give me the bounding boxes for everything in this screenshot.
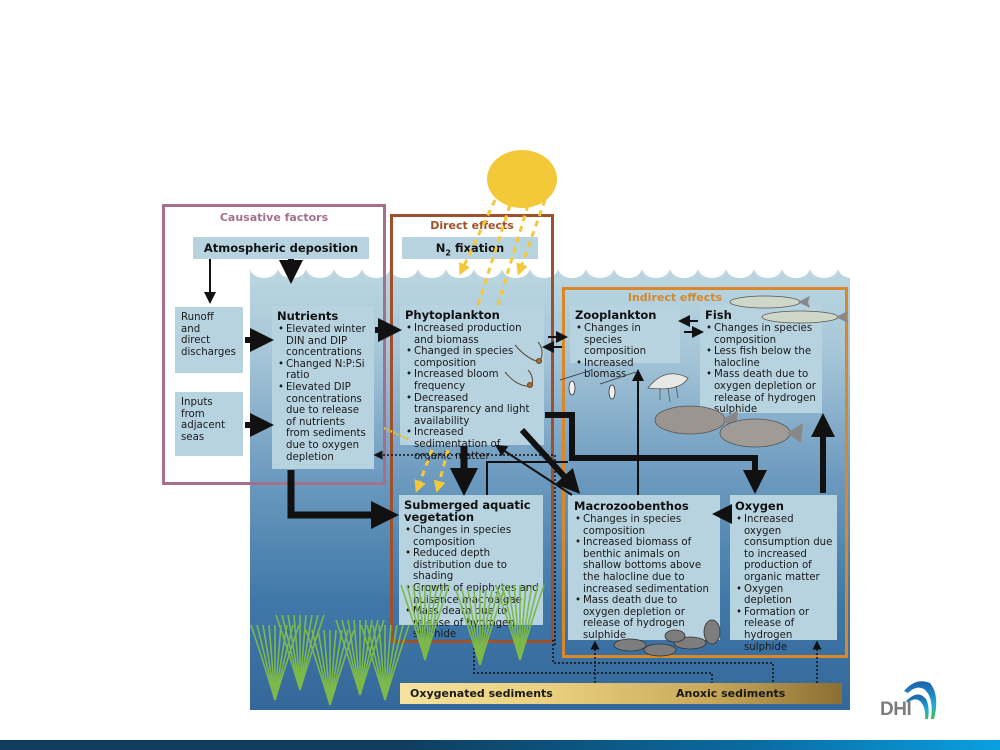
nutrients-item: Elevated DIP concentrations due to relea… bbox=[277, 382, 370, 463]
runoff-box: Runoff and direct discharges bbox=[175, 307, 243, 373]
zooplankton-item: Changes in species composition bbox=[575, 323, 676, 358]
nutrients-item: Changed N:P:Si ratio bbox=[277, 359, 370, 382]
nutrients-item: Elevated winter DIN and DIP concentratio… bbox=[277, 324, 370, 359]
fish-title: Fish bbox=[705, 308, 732, 322]
submerged-vegetation-item: Reduced depth distribution due to shadin… bbox=[404, 548, 539, 583]
sediment-bar: Oxygenated sediments Anoxic sediments bbox=[400, 683, 842, 704]
wave-crest bbox=[726, 268, 754, 278]
fish-item: Changes in species composition bbox=[705, 323, 818, 346]
submerged-vegetation-title: Submerged aquatic vegetation bbox=[404, 498, 531, 524]
wave-crest bbox=[362, 268, 390, 278]
fish-box: Fish Changes in species composition Less… bbox=[700, 305, 822, 415]
n2-fixation-box: N2 fixation bbox=[402, 237, 538, 259]
submerged-vegetation-item: Changes in species composition bbox=[404, 525, 539, 548]
runoff-line: and bbox=[181, 323, 201, 335]
oxygenated-sediments-label: Oxygenated sediments bbox=[410, 687, 553, 700]
zooplankton-box: Zooplankton Changes in species compositi… bbox=[570, 305, 680, 380]
n2-fixation-subscript: 2 bbox=[445, 248, 451, 258]
wave-crest bbox=[390, 268, 418, 278]
inputs-line: Inputs bbox=[181, 397, 213, 408]
macrozoobenthos-item: Mass death due to oxygen depletion or re… bbox=[574, 595, 716, 641]
dhi-logo: DHI bbox=[880, 677, 940, 722]
indirect-effects-title: Indirect effects bbox=[627, 291, 723, 304]
causative-factors-frame bbox=[162, 204, 386, 485]
phytoplankton-box: Phytoplankton Increased production and b… bbox=[400, 305, 544, 462]
wave-crest bbox=[586, 268, 614, 278]
runoff-line: direct bbox=[181, 335, 211, 347]
phytoplankton-item: Increased sedimentation of organic matte… bbox=[405, 427, 533, 462]
inputs-box: Inputs from adjacent seas bbox=[175, 392, 243, 456]
submerged-vegetation-item: Mass death due to release of hydrogen su… bbox=[404, 606, 539, 641]
atmospheric-deposition-box: Atmospheric deposition bbox=[193, 237, 369, 259]
causative-factors-title: Causative factors bbox=[219, 211, 329, 224]
wave-crest bbox=[698, 268, 726, 278]
macrozoobenthos-title: Macrozoobenthos bbox=[574, 499, 689, 513]
oxygen-item: Increased oxygen consumption due to incr… bbox=[735, 514, 833, 584]
macrozoobenthos-box: Macrozoobenthos Changes in species compo… bbox=[568, 495, 720, 641]
anoxic-sediments-label: Anoxic sediments bbox=[676, 687, 786, 700]
wave-crest bbox=[418, 268, 446, 278]
fish-item: Mass death due to oxygen depletion or re… bbox=[705, 369, 818, 415]
zooplankton-title: Zooplankton bbox=[575, 308, 657, 322]
phytoplankton-title: Phytoplankton bbox=[405, 308, 500, 322]
oxygen-title: Oxygen bbox=[735, 499, 784, 513]
wave-crest bbox=[782, 268, 810, 278]
nutrients-title: Nutrients bbox=[277, 309, 339, 323]
wave-crest bbox=[670, 268, 698, 278]
wave-crest bbox=[306, 268, 334, 278]
water-surface-waves bbox=[250, 268, 850, 284]
phytoplankton-item: Changed in species composition bbox=[405, 346, 533, 369]
zooplankton-item: Increased biomass bbox=[575, 358, 676, 381]
dhi-wave-icon bbox=[904, 681, 937, 719]
wave-crest bbox=[810, 268, 838, 278]
inputs-line: seas bbox=[181, 431, 205, 443]
oxygen-box: Oxygen Increased oxygen consumption due … bbox=[730, 495, 837, 653]
direct-effects-title: Direct effects bbox=[430, 219, 514, 232]
phytoplankton-item: Increased production and biomass bbox=[405, 323, 533, 346]
wave-crest bbox=[754, 268, 782, 278]
wave-crest bbox=[838, 268, 850, 278]
n2-fixation-n: N bbox=[435, 241, 446, 255]
wave-crest bbox=[334, 268, 362, 278]
macrozoobenthos-item: Increased biomass of benthic animals on … bbox=[574, 537, 716, 595]
wave-crest bbox=[250, 268, 278, 278]
wave-crest bbox=[642, 268, 670, 278]
wave-crest bbox=[614, 268, 642, 278]
footer-bar bbox=[0, 740, 1000, 750]
inputs-line: from bbox=[181, 408, 205, 420]
macrozoobenthos-item: Changes in species composition bbox=[574, 514, 716, 537]
submerged-vegetation-item: Growth of epiphytes and nuisance macroal… bbox=[404, 583, 539, 606]
n2-fixation-label: fixation bbox=[450, 241, 505, 255]
dhi-logo-text: DHI bbox=[880, 699, 912, 720]
submerged-vegetation-box: Submerged aquatic vegetation Changes in … bbox=[399, 495, 543, 640]
oxygen-item: Formation or release of hydrogen sulphid… bbox=[735, 607, 833, 653]
phytoplankton-item: Decreased transparency and light availab… bbox=[405, 393, 533, 428]
wave-crest bbox=[558, 268, 586, 278]
fish-item: Less fish below the halocline bbox=[705, 346, 818, 369]
phytoplankton-item: Increased bloom frequency bbox=[405, 369, 533, 392]
nutrients-box: Nutrients Elevated winter DIN and DIP co… bbox=[272, 306, 374, 469]
runoff-line: Runoff bbox=[181, 312, 214, 323]
sun-icon bbox=[487, 150, 557, 208]
oxygen-item: Oxygen depletion bbox=[735, 584, 833, 607]
inputs-line: adjacent bbox=[181, 420, 226, 432]
runoff-line: discharges bbox=[181, 346, 236, 358]
